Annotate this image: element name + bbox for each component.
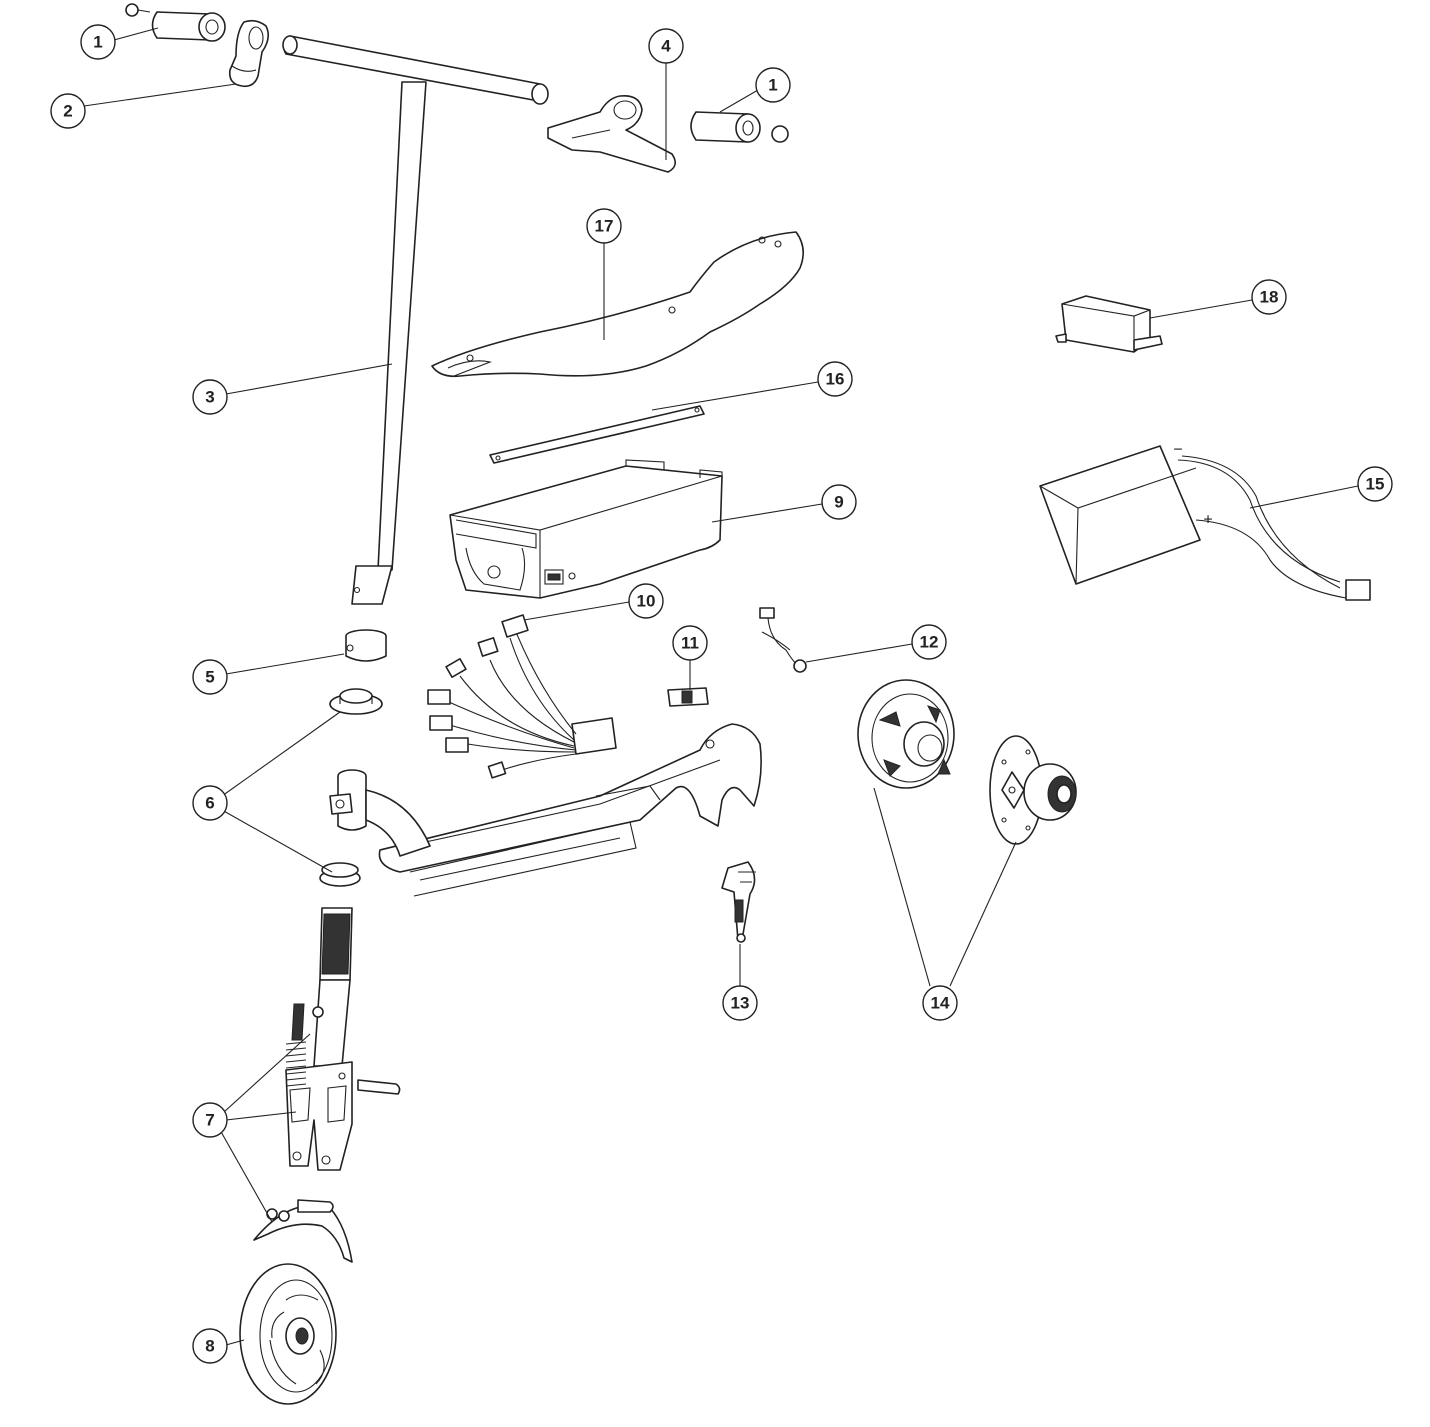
callout-15: 15 xyxy=(1357,466,1393,502)
seat-mounting-bracket xyxy=(489,405,705,464)
positive-terminal-sign: + xyxy=(1203,512,1212,529)
callout-6: 6 xyxy=(192,785,228,821)
callout-label: 10 xyxy=(637,592,656,611)
callout-label: 1 xyxy=(768,76,777,95)
charging-port-cable xyxy=(759,607,807,673)
rear-wheel xyxy=(857,679,955,789)
callout-2: 2 xyxy=(50,93,86,129)
callout-17: 17 xyxy=(586,208,622,244)
callout-label: 12 xyxy=(920,633,939,652)
callout-14: 14 xyxy=(922,985,958,1021)
callout-label: 17 xyxy=(595,217,614,236)
callout-1-right: 1 xyxy=(755,67,791,103)
callout-label: 18 xyxy=(1260,288,1279,307)
callout-label: 8 xyxy=(205,1337,214,1356)
callout-16: 16 xyxy=(817,361,853,397)
callout-18: 18 xyxy=(1251,279,1287,315)
callout-label: 2 xyxy=(63,102,72,121)
callout-4: 4 xyxy=(648,28,684,64)
callout-1-left: 1 xyxy=(80,24,116,60)
seat-saddle xyxy=(431,231,804,378)
power-switch xyxy=(667,687,709,707)
callout-label: 9 xyxy=(834,493,843,512)
front-wheel xyxy=(239,1263,337,1405)
callout-5: 5 xyxy=(192,659,228,695)
callout-10: 10 xyxy=(628,583,664,619)
battery-box xyxy=(449,459,723,599)
callout-8: 8 xyxy=(192,1328,228,1364)
headset-bearing-upper xyxy=(329,688,383,715)
callout-11: 11 xyxy=(672,625,708,661)
callout-12: 12 xyxy=(911,624,947,660)
callout-label: 6 xyxy=(205,794,214,813)
deck-frame xyxy=(329,723,762,897)
callout-7: 7 xyxy=(192,1102,228,1138)
front-fender xyxy=(253,1199,353,1263)
handlebar-t-bar xyxy=(282,35,549,605)
callout-label: 11 xyxy=(681,634,699,653)
callout-label: 15 xyxy=(1366,475,1385,494)
callout-13: 13 xyxy=(722,985,758,1021)
callout-label: 4 xyxy=(661,37,671,56)
hub-motor xyxy=(989,735,1077,845)
stem-clamp-collar xyxy=(345,629,387,662)
callout-label: 13 xyxy=(731,994,750,1013)
callout-label: 1 xyxy=(93,33,102,52)
right-handle-grip xyxy=(690,111,789,143)
callout-label: 16 xyxy=(826,370,845,389)
controller-wiring-harness xyxy=(427,614,617,779)
callout-3: 3 xyxy=(192,379,228,415)
callout-label: 3 xyxy=(205,388,214,407)
folding-clamp-lever xyxy=(228,19,270,88)
battery-pack: − + xyxy=(1039,442,1371,601)
callout-label: 5 xyxy=(205,668,214,687)
relay-module xyxy=(1055,295,1163,353)
front-fork-suspension xyxy=(285,907,401,1171)
leader-lines xyxy=(83,27,1359,1346)
callout-label: 7 xyxy=(205,1111,214,1130)
brake-lever xyxy=(547,94,676,173)
left-handle-grip xyxy=(125,3,226,42)
headset-bearing-lower xyxy=(319,862,361,887)
callout-label: 14 xyxy=(931,994,950,1013)
callout-9: 9 xyxy=(821,484,857,520)
rear-brake-assembly xyxy=(721,861,756,943)
negative-terminal-sign: − xyxy=(1173,442,1182,459)
